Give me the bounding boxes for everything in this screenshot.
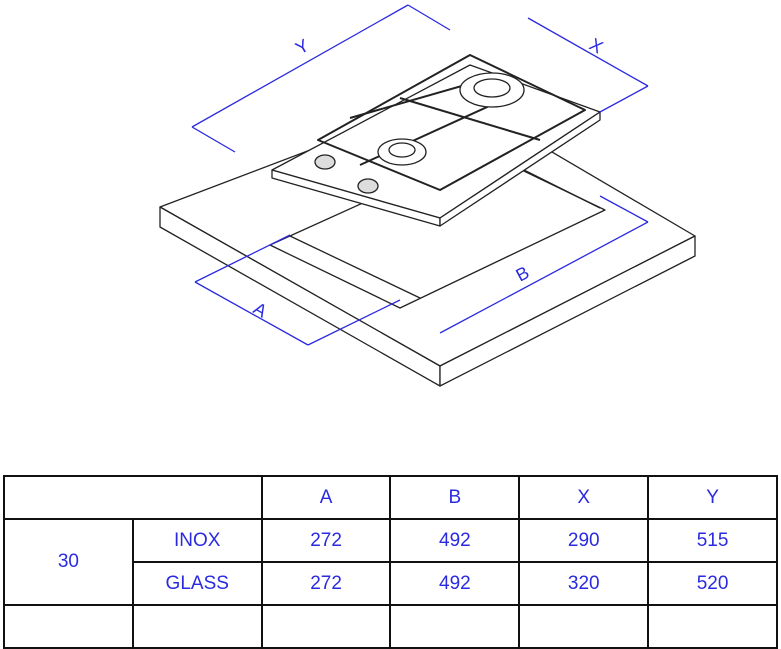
group-cell: 30 (3, 518, 134, 606)
header-cell: B (389, 475, 521, 520)
dimensions-table: A B X Y 30 INOX 272 492 290 515 GLASS 27… (3, 475, 778, 649)
table-header-row: A B X Y (3, 475, 778, 520)
dimension-x-label: X (586, 34, 606, 57)
value-cell: 492 (389, 561, 521, 606)
header-cell: A (260, 475, 392, 520)
header-cell-empty (3, 475, 263, 520)
dimension-y-label: Y (292, 35, 312, 58)
grate (317, 54, 586, 191)
hob-installation-drawing: Y X B A (159, 4, 696, 387)
knob-left (314, 154, 336, 170)
value-cell: 320 (518, 561, 650, 606)
table-row: 30 INOX 272 492 290 515 (3, 518, 778, 606)
empty-cell (647, 604, 778, 649)
value-cell: 492 (389, 518, 521, 563)
knob-right (357, 178, 379, 194)
header-cell: Y (647, 475, 778, 520)
value-cell: 290 (518, 518, 650, 563)
value-cell: 272 (260, 518, 392, 563)
empty-cell (518, 604, 650, 649)
type-cell: INOX (131, 518, 263, 563)
type-cell: GLASS (131, 561, 263, 606)
header-cell: X (518, 475, 650, 520)
table-row: GLASS 272 492 320 520 (4, 561, 778, 606)
empty-cell (3, 604, 134, 649)
value-cell: 272 (260, 561, 392, 606)
empty-cell (131, 604, 263, 649)
empty-cell (260, 604, 392, 649)
value-cell: 520 (647, 561, 778, 606)
empty-cell (389, 604, 521, 649)
table-row-cut-off (3, 604, 778, 649)
countertop-front-right (439, 235, 696, 387)
value-cell: 515 (647, 518, 778, 563)
dimension-a-label: A (250, 298, 270, 321)
